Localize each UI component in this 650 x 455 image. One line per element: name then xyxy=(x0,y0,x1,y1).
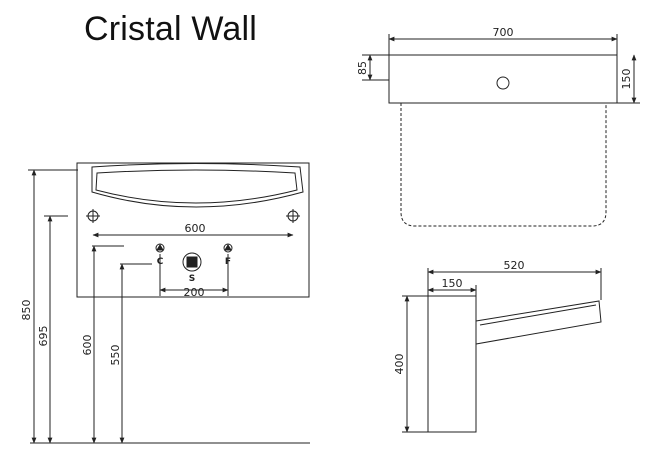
side-view xyxy=(402,268,602,433)
top-view xyxy=(362,34,640,227)
hot-connector-icon xyxy=(223,243,233,253)
top-basin-outline xyxy=(400,103,607,227)
dim-850-label: 850 xyxy=(20,300,33,321)
dim-85-label: 85 xyxy=(356,61,369,75)
dim-200-label: 200 xyxy=(184,286,205,299)
front-basin-shape xyxy=(91,163,304,208)
front-view xyxy=(28,162,310,444)
right-fixing-hole xyxy=(286,209,300,223)
front-body-outline xyxy=(76,162,310,298)
cold-connector-icon xyxy=(155,243,165,253)
dim-695-label: 695 xyxy=(37,326,50,347)
tap-hole xyxy=(496,76,510,90)
dim-400-label: 400 xyxy=(393,354,406,375)
left-fixing-hole xyxy=(86,209,100,223)
side-wall-body xyxy=(427,295,477,433)
dim-150-top-label: 150 xyxy=(620,69,633,90)
hot-label: F xyxy=(225,257,231,267)
side-basin-inner-line xyxy=(479,304,597,326)
product-title: Cristal Wall xyxy=(84,10,258,48)
siphon-label: S xyxy=(189,274,195,284)
dim-600v-label: 600 xyxy=(81,335,94,356)
dim-150-side-label: 150 xyxy=(442,277,463,290)
dim-520-label: 520 xyxy=(504,259,525,272)
dim-550-label: 550 xyxy=(109,345,122,366)
cold-label: C xyxy=(157,257,164,267)
front-basin-inner xyxy=(95,169,298,204)
dim-700-label: 700 xyxy=(493,26,514,39)
top-rim-outline xyxy=(388,54,618,104)
dim-600-label: 600 xyxy=(185,222,206,235)
siphon-icon xyxy=(182,252,202,272)
side-basin-shape xyxy=(475,300,602,345)
